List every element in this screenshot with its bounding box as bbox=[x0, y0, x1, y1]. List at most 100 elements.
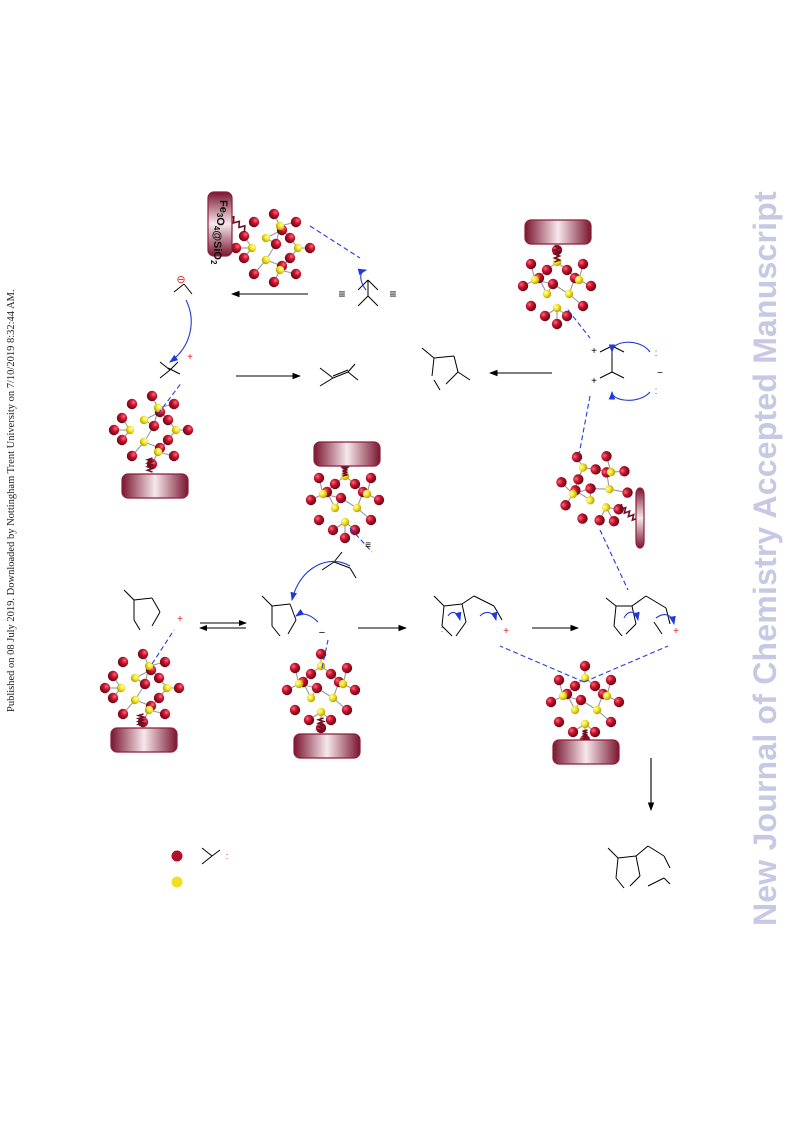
dicarbocation bbox=[599, 345, 625, 379]
oxygen-atom bbox=[349, 684, 361, 696]
oxygen-atom bbox=[577, 513, 588, 524]
lone-pair: : bbox=[655, 386, 658, 397]
legend-silicon-ball bbox=[171, 876, 183, 888]
silicon-atom bbox=[261, 255, 271, 265]
silicon-atom bbox=[144, 705, 154, 715]
linker-chain bbox=[582, 729, 588, 741]
plus-charge: + bbox=[591, 346, 597, 357]
oxygen-atom bbox=[153, 692, 165, 704]
silicon-atom bbox=[606, 467, 616, 477]
silicon-atom bbox=[153, 447, 163, 457]
silicon-atom bbox=[247, 243, 257, 253]
silicon-atom bbox=[568, 489, 578, 499]
oxygen-atom bbox=[117, 656, 129, 668]
oxygen-atom bbox=[311, 682, 323, 694]
oxygen-atom bbox=[289, 662, 301, 674]
silicon-atom bbox=[318, 489, 328, 499]
alkene-allylic bbox=[321, 551, 357, 579]
oxygen-atom bbox=[137, 648, 149, 660]
silicon-atom bbox=[306, 693, 316, 703]
oxygen-atom bbox=[349, 524, 361, 536]
silicon-atom bbox=[144, 661, 154, 671]
oxygen-atom bbox=[339, 532, 351, 544]
silicon-atom bbox=[552, 303, 562, 313]
support-box bbox=[293, 733, 361, 759]
oxygen-atom bbox=[553, 674, 565, 686]
support-box bbox=[121, 473, 189, 499]
molecules-layer bbox=[123, 279, 671, 889]
oxygen-atom bbox=[575, 694, 587, 706]
support-box bbox=[313, 441, 381, 467]
oxygen-atom bbox=[589, 680, 601, 692]
oxygen-atom bbox=[290, 268, 302, 280]
oxygen-atom bbox=[325, 668, 337, 680]
oxygen-atom bbox=[585, 483, 596, 494]
silicon-atom bbox=[330, 503, 340, 513]
silicon-atom bbox=[139, 415, 149, 425]
lone-pair: : bbox=[655, 348, 658, 359]
lone-pair: : bbox=[441, 624, 444, 634]
legend-fragment bbox=[201, 847, 221, 865]
silicon-atom bbox=[530, 275, 540, 285]
oxygen-atom bbox=[139, 678, 151, 690]
oxygen-atom bbox=[148, 420, 160, 432]
oxygen-atom bbox=[116, 434, 128, 446]
oxygen-atom bbox=[313, 472, 325, 484]
labels-layer: Fe3O4@SiO2⊖+≡≡++::−+−≡+:+: bbox=[171, 200, 679, 888]
oxygen-atom bbox=[146, 390, 158, 402]
silicon-atom bbox=[605, 484, 614, 494]
support-box-labeled bbox=[207, 191, 233, 257]
silicon-atom bbox=[275, 265, 285, 275]
oxygen-atom bbox=[545, 696, 557, 708]
silicon-atom bbox=[130, 695, 140, 705]
oxygen-atom bbox=[238, 230, 250, 242]
legend-oxygen-ball bbox=[171, 850, 183, 862]
silicon-atom bbox=[340, 517, 350, 527]
oxygen-atom bbox=[248, 216, 260, 228]
oxygen-atom bbox=[619, 466, 630, 477]
oxygen-atom bbox=[153, 672, 165, 684]
oxygen-atom bbox=[525, 300, 537, 312]
legend-lone-pair: : bbox=[226, 851, 229, 861]
oxygen-atom bbox=[577, 300, 589, 312]
oxygen-atom bbox=[551, 318, 563, 330]
oxygen-atom bbox=[525, 258, 537, 270]
silica-cluster-right-mid bbox=[556, 451, 633, 527]
alkene-product bbox=[319, 363, 359, 387]
oxygen-atom bbox=[108, 424, 120, 436]
oxygen-atom bbox=[182, 424, 194, 436]
diene-intermediate bbox=[433, 595, 503, 637]
linker-chain bbox=[342, 465, 348, 477]
silica-cluster-top-right bbox=[517, 244, 597, 330]
support-bar bbox=[635, 487, 645, 549]
oxygen-atom bbox=[117, 708, 129, 720]
coordination-dash bbox=[321, 639, 329, 669]
silica-cluster-top bbox=[230, 208, 316, 288]
oxygen-atom bbox=[304, 242, 316, 254]
oxygen-atom bbox=[305, 668, 317, 680]
oxygen-atom bbox=[248, 268, 260, 280]
oxygen-atom bbox=[268, 276, 280, 288]
oxygen-atom bbox=[541, 264, 553, 276]
acetone-anion bbox=[173, 283, 193, 295]
plus-charge: + bbox=[177, 614, 183, 625]
oxygen-atom bbox=[349, 478, 361, 490]
oxygen-atom bbox=[622, 487, 633, 498]
cyclopentene-product bbox=[421, 347, 471, 391]
electron-flow-arrow bbox=[169, 299, 192, 363]
silicon-atom bbox=[362, 489, 372, 499]
silicon-atom bbox=[294, 679, 304, 689]
oxygen-atom bbox=[173, 682, 185, 694]
oxygen-atom bbox=[560, 500, 571, 511]
linker-chain bbox=[552, 245, 562, 263]
silicon-atom bbox=[574, 275, 584, 285]
electron-flow-arrow bbox=[447, 611, 462, 622]
silicon-atom bbox=[578, 463, 588, 472]
coordination-dash bbox=[157, 381, 183, 415]
silicon-atom bbox=[602, 691, 612, 701]
oxygen-atom bbox=[281, 684, 293, 696]
electron-flow-arrow bbox=[608, 390, 651, 401]
support-box bbox=[110, 727, 178, 753]
oxygen-atom bbox=[116, 412, 128, 424]
arrows-layer bbox=[151, 225, 676, 812]
